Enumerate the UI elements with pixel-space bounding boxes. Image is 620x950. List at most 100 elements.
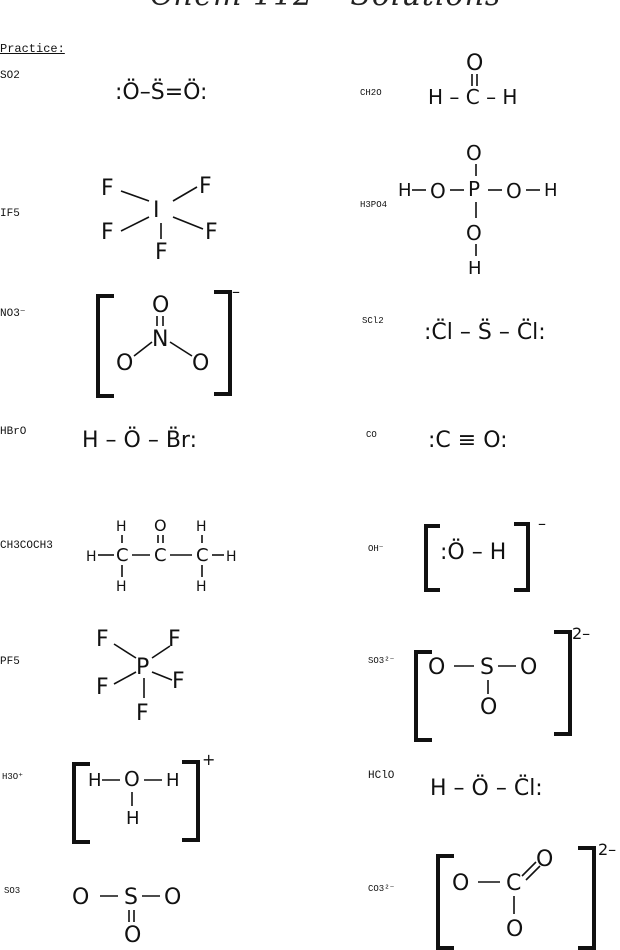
lewis-structure-so3-2: O S O O <box>428 655 537 720</box>
atom-ligand: F <box>168 627 181 652</box>
atom-center: O <box>124 767 140 791</box>
formula-label-scl2: SCl2 <box>362 316 384 326</box>
bracket-left <box>414 650 432 742</box>
atom-o: O <box>466 51 483 76</box>
atom-h: H <box>468 258 482 279</box>
lewis-structure-hbro: H – Ö – B̈r: <box>82 428 197 453</box>
atom-o: O <box>466 141 482 165</box>
lewis-structure-so2: :Ö–S̈=Ö: <box>115 80 208 105</box>
atom-o: O <box>154 516 167 535</box>
section-label: Practice: <box>0 42 65 56</box>
atom-ligand: O <box>506 917 523 942</box>
atom-ligand: O <box>452 871 469 896</box>
formula-label-oh: OH⁻ <box>368 544 384 554</box>
lewis-structure-so3: O S O O <box>72 885 181 948</box>
ion-charge: 2– <box>572 624 591 643</box>
atom-center: P <box>468 177 480 201</box>
formula-label-pf5: PF5 <box>0 656 20 668</box>
formula-label-ch3coch3: CH3COCH3 <box>0 540 53 552</box>
bracket-right <box>514 522 530 592</box>
atom-center: I <box>153 198 160 223</box>
atom-h: H <box>226 549 237 565</box>
atom-h: H <box>116 579 127 595</box>
formula-label-co3-2: CO3²⁻ <box>368 884 395 894</box>
atom-center: N <box>152 327 168 352</box>
formula-label-so3-2: SO3²⁻ <box>368 656 395 666</box>
bracket-right <box>214 290 232 396</box>
atom-ligand: F <box>205 220 218 245</box>
formula-label-so2: SO2 <box>0 70 20 82</box>
atom-ligand: F <box>155 240 168 265</box>
lewis-structure-oh: :Ö – H <box>440 540 507 565</box>
atom-h: H <box>196 519 207 535</box>
ion-charge: – <box>232 282 240 301</box>
bracket-left <box>424 524 440 592</box>
atom-ligand: F <box>101 176 114 201</box>
atom-ligand: F <box>101 220 114 245</box>
atom-c: C <box>196 545 209 566</box>
bracket-left <box>72 762 90 844</box>
atom-ligand: O <box>124 923 141 948</box>
formula-label-h3po4: H3PO4 <box>360 200 388 210</box>
lewis-structure-ch3coch3: H H O H C C C H H H <box>86 516 237 595</box>
atom-ligand: F <box>96 675 109 700</box>
lewis-structure-scl2: :C̈l – S̈ – C̈l: <box>424 320 546 345</box>
atom-o: O <box>506 179 522 203</box>
atom-o: O <box>466 221 482 245</box>
atom-h: H <box>116 519 127 535</box>
bracket-right <box>578 846 596 950</box>
atom-ligand: O <box>116 351 133 376</box>
lewis-structure-no3: O N O O <box>116 293 209 376</box>
ion-charge: – <box>538 514 546 533</box>
bracket-left <box>96 294 114 398</box>
atom-c: C <box>116 545 129 566</box>
ion-charge: + <box>202 750 216 769</box>
atom-ligand: F <box>136 701 149 726</box>
formula-label-hbro: HBrO <box>0 426 27 438</box>
lewis-structure-ch2o: O H – C – H <box>428 51 517 109</box>
atom-h: H <box>126 808 140 829</box>
atom-h: H <box>166 770 180 791</box>
atom-ligand: O <box>164 885 181 910</box>
atom-center: S <box>124 885 138 910</box>
bracket-right <box>182 760 200 842</box>
atom-ligand: F <box>96 627 109 652</box>
atom-ligand: F <box>172 669 185 694</box>
lewis-structure-co3-2: O C O O <box>452 847 553 942</box>
lewis-structure-pf5: P F F F F F <box>96 627 185 726</box>
atom-ligand: O <box>192 351 209 376</box>
lewis-structure-h3po4: O H O P O H O H <box>398 141 558 279</box>
atom-ligand: O <box>480 695 497 720</box>
atom-h: H <box>544 180 558 201</box>
atom-center: C <box>506 871 521 896</box>
lewis-structure-hclo: H – Ö – C̈l: <box>430 776 543 801</box>
atom-ligand: O <box>428 655 445 680</box>
formula-label-h3o: H3O⁺ <box>2 772 23 782</box>
atom-ligand: O <box>152 293 169 318</box>
atom-ligand: O <box>536 847 553 872</box>
formula-label-hclo: HClO <box>368 770 395 782</box>
atom-ligand: O <box>72 885 89 910</box>
bracket-right <box>554 630 572 736</box>
ion-charge: 2– <box>598 840 617 859</box>
atom-h: H <box>88 770 102 791</box>
formula-label-ch2o: CH2O <box>360 88 382 98</box>
atom-h: H <box>398 180 412 201</box>
formula-label-no3: NO3⁻ <box>0 308 26 320</box>
atom-o: O <box>430 179 446 203</box>
lewis-structure-h3o: H O H H <box>88 767 180 829</box>
atom-ligand: F <box>199 174 212 199</box>
formula-label-co: CO <box>366 430 377 440</box>
atom-center: S <box>480 655 494 680</box>
lewis-structure-if5: I F F F F F <box>101 174 218 265</box>
lewis-structure-co: :C ≡ O: <box>428 428 508 453</box>
formula-label-if5: IF5 <box>0 208 20 220</box>
atom-center: P <box>136 655 149 680</box>
molecule-backbone: H – C – H <box>428 85 517 109</box>
page-title: Chem 112 – Solutions <box>150 0 501 13</box>
atom-h: H <box>196 579 207 595</box>
atom-h: H <box>86 549 97 565</box>
atom-ligand: O <box>520 655 537 680</box>
formula-label-so3: SO3 <box>4 886 21 896</box>
